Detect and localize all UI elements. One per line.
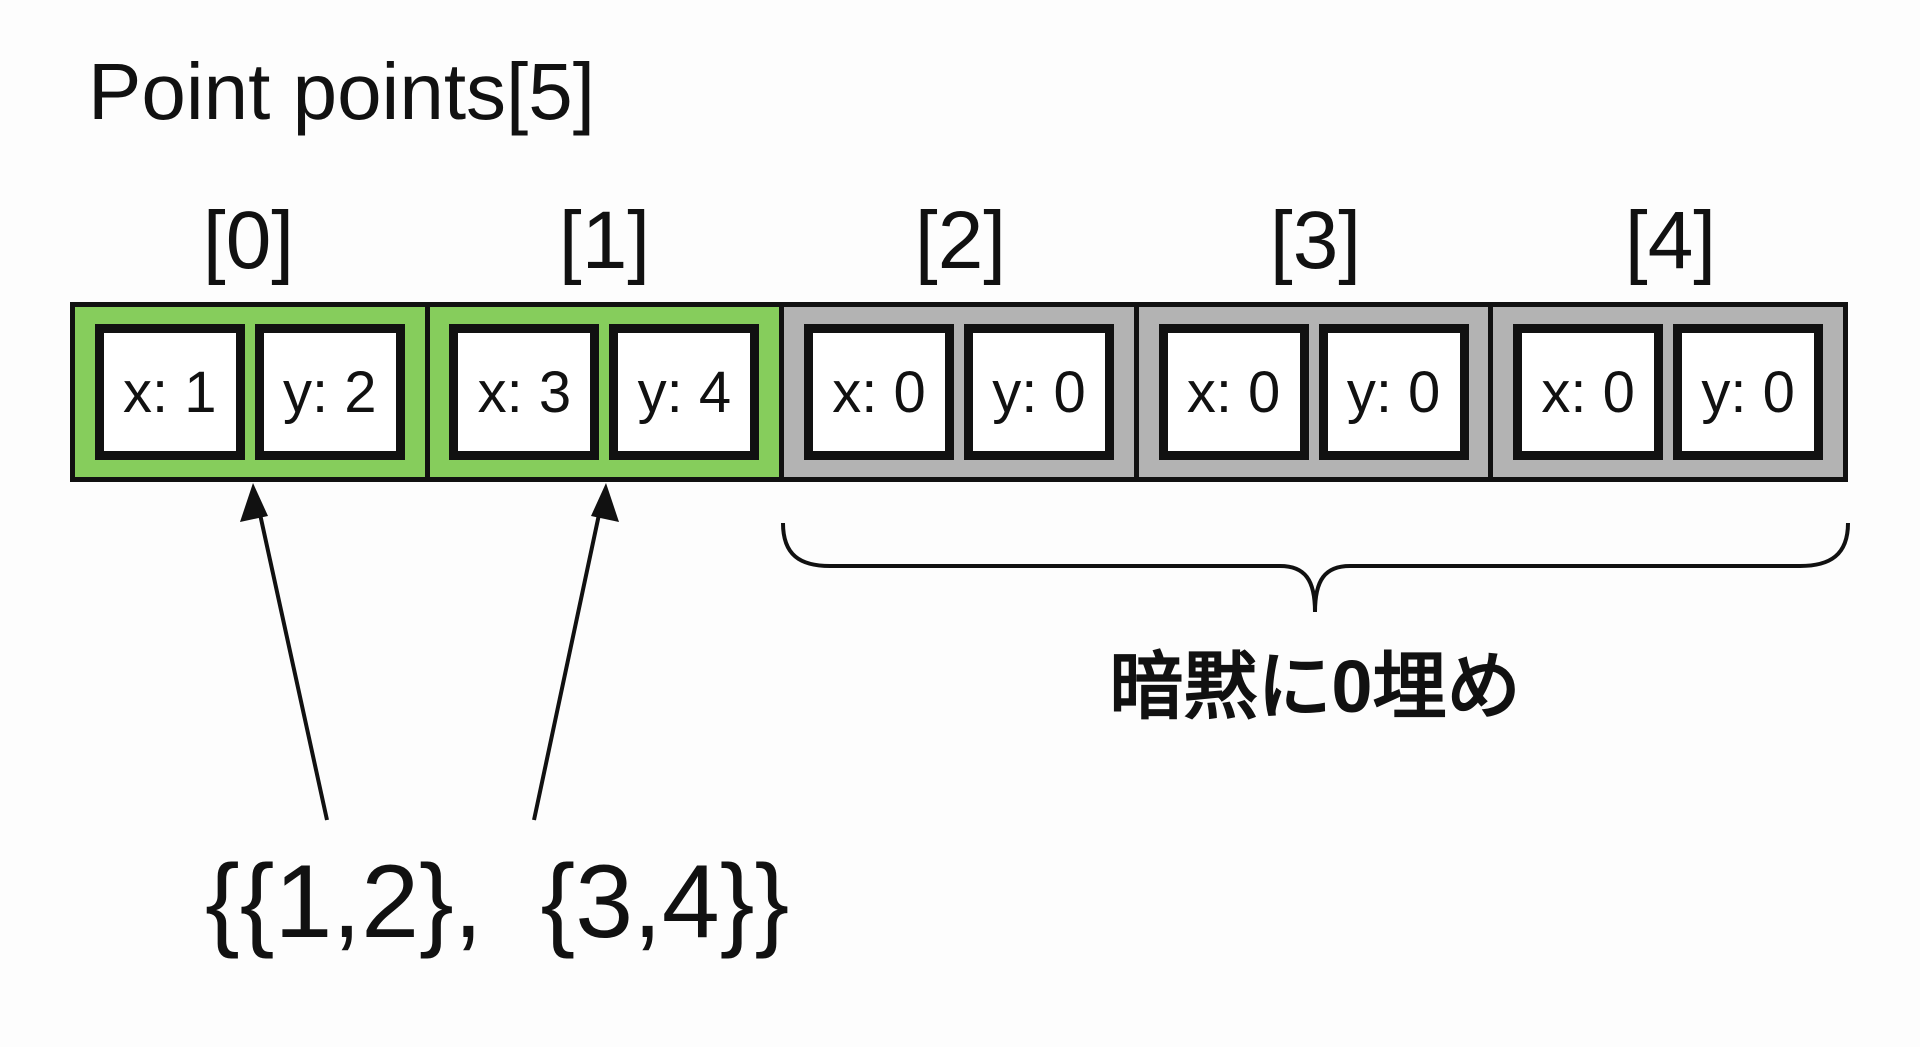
array-element-3: x: 0 y: 0 (1138, 307, 1489, 477)
field-x: x: 1 (94, 324, 245, 460)
field-x: x: 0 (803, 324, 954, 460)
initializer-expression: {{1,2}, {3,4}} (205, 844, 790, 960)
field-y: y: 4 (609, 324, 760, 460)
index-label-0: [0] (202, 195, 295, 286)
points-array: x: 1 y: 2 x: 3 y: 4 x: 0 y: 0 x: 0 y: 0 … (70, 302, 1848, 482)
field-y: y: 0 (1673, 324, 1824, 460)
index-label-1: [1] (558, 195, 651, 286)
arrow-to-element-0 (240, 483, 329, 821)
array-element-2: x: 0 y: 0 (784, 307, 1134, 477)
array-element-4: x: 0 y: 0 (1493, 307, 1843, 477)
index-label-3: [3] (1269, 195, 1362, 286)
arrow-to-element-1 (532, 483, 619, 821)
array-element-1: x: 3 y: 4 (429, 307, 780, 477)
curly-brace (781, 522, 1850, 613)
diagram-title: Point points[5] (88, 47, 595, 136)
field-x: x: 0 (1513, 324, 1664, 460)
zero-fill-label: 暗黙に0埋め (1109, 645, 1521, 728)
array-element-0: x: 1 y: 2 (75, 307, 425, 477)
field-x: x: 3 (449, 324, 600, 460)
field-y: y: 2 (254, 324, 405, 460)
index-label-2: [2] (914, 195, 1007, 286)
field-y: y: 0 (963, 324, 1114, 460)
field-x: x: 0 (1158, 324, 1309, 460)
field-y: y: 0 (1318, 324, 1469, 460)
index-label-4: [4] (1624, 195, 1717, 286)
